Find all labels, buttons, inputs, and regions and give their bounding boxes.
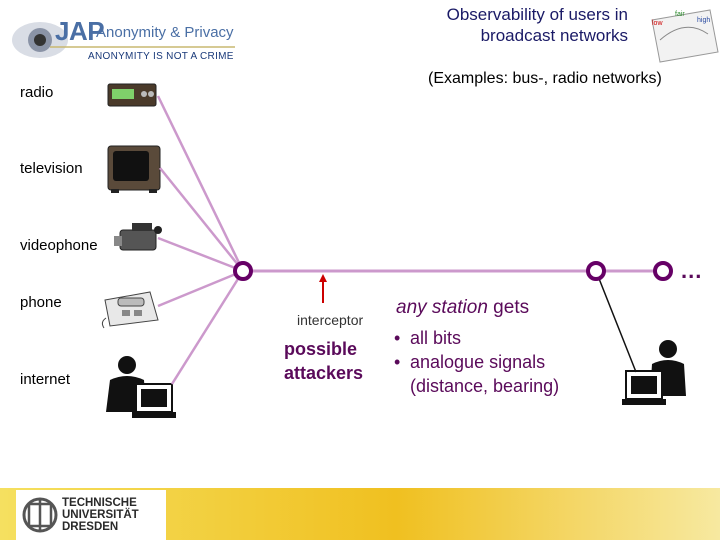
svg-text:low: low xyxy=(652,20,663,27)
network-nodes xyxy=(233,261,673,281)
slide-title-line1: Observability of users in xyxy=(446,5,628,24)
jap-logo-tagline: ANONYMITY IS NOT A CRIME xyxy=(88,51,234,62)
bullet-text: analogue signals xyxy=(410,352,546,372)
end-node xyxy=(653,261,673,281)
videophone-icon xyxy=(114,223,162,251)
television-icon xyxy=(107,145,161,193)
university-line1: TECHNISCHE xyxy=(62,497,137,509)
device-links xyxy=(156,95,245,385)
computer-user-icon-right xyxy=(622,340,686,405)
bullet-item: •all bits xyxy=(394,328,462,348)
videophone-link xyxy=(157,236,244,273)
slide-title: Observability of users in broadcast netw… xyxy=(328,4,628,46)
device-label-internet: internet xyxy=(20,371,71,388)
possible-attackers-label: possible attackers xyxy=(284,337,376,385)
jap-logo-text: JAP xyxy=(55,16,105,46)
slide-title-line2: broadcast networks xyxy=(480,26,628,45)
radio-icon xyxy=(107,83,157,107)
any-station-heading: any station gets xyxy=(396,297,529,319)
svg-text:high: high xyxy=(697,17,710,24)
svg-text:fair: fair xyxy=(675,11,685,18)
telephone-icon xyxy=(101,291,159,329)
device-label-television: television xyxy=(20,160,83,177)
station-node xyxy=(586,261,606,281)
attackers-line1: possible xyxy=(284,339,358,359)
hub-node xyxy=(233,261,253,281)
university-line3: DRESDEN xyxy=(62,521,119,533)
device-label-videophone: videophone xyxy=(20,237,98,254)
university-name: TECHNISCHE UNIVERSITÄT DRESDEN xyxy=(62,497,139,533)
phone-link xyxy=(157,269,244,308)
bus-continuation-ellipsis: ... xyxy=(681,258,703,283)
attackers-line2: attackers xyxy=(284,363,364,383)
bullet-item: •analogue signals xyxy=(394,352,546,372)
right-user-link xyxy=(595,270,637,373)
interceptor-arrow-icon xyxy=(319,274,327,303)
computer-user-icon xyxy=(106,356,176,418)
internet-link xyxy=(170,270,245,385)
device-label-phone: phone xyxy=(20,294,62,311)
observation-bullets: •all bits •analogue signals (distance, b… xyxy=(394,326,559,398)
bullet-text: all bits xyxy=(410,328,462,348)
slide-subtitle: (Examples: bus-, radio networks) xyxy=(428,70,662,87)
tu-dresden-logo-icon xyxy=(22,497,58,533)
bullet-subtext: (distance, bearing) xyxy=(410,376,560,396)
television-link xyxy=(159,167,244,272)
radio-link xyxy=(156,95,245,272)
jap-eye-logo-icon xyxy=(12,22,68,58)
device-label-radio: radio xyxy=(20,84,54,101)
university-line2: UNIVERSITÄT xyxy=(62,509,139,521)
anonymity-level-logo-icon: low fair high xyxy=(651,9,719,63)
any-station-rest: gets xyxy=(487,297,530,318)
interceptor-label: interceptor xyxy=(297,312,364,328)
any-station-emphasis: any station xyxy=(396,297,488,318)
jap-logo-subtitle: Anonymity & Privacy xyxy=(96,24,234,41)
